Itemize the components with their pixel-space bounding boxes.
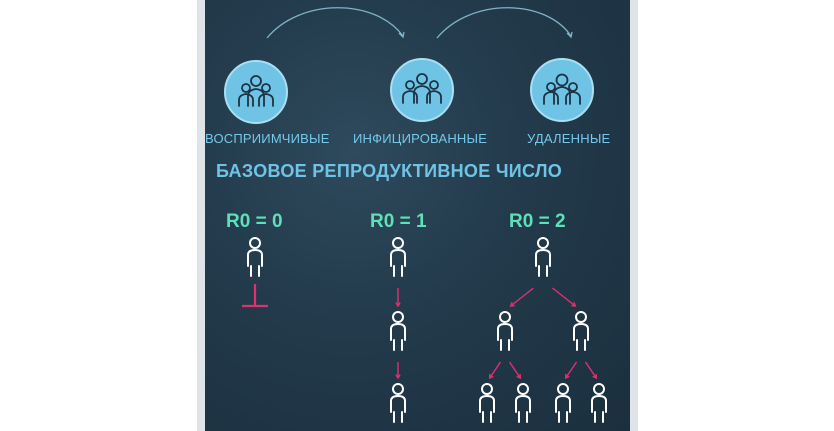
person-head xyxy=(499,311,511,323)
person-head xyxy=(392,383,404,395)
transmission-arrowhead xyxy=(488,373,494,380)
arc-infected-to-removed xyxy=(436,7,572,39)
person-icon xyxy=(591,383,607,423)
transmission-arrowhead xyxy=(509,302,515,307)
transmission-arrow xyxy=(489,361,502,379)
transmission-arrowhead xyxy=(571,302,577,307)
people-group-icon xyxy=(238,75,274,107)
person-icon xyxy=(390,311,406,351)
r0-label-zero: R0 = 0 xyxy=(226,211,283,232)
person-head xyxy=(249,237,261,249)
transmission-arrow xyxy=(508,361,521,379)
panel-edge-left xyxy=(197,0,205,431)
person-body xyxy=(390,323,406,351)
transmission-arrow xyxy=(552,287,576,307)
person-icon xyxy=(390,383,406,423)
transition-arcs xyxy=(266,7,573,39)
panel-edge-right xyxy=(630,0,638,431)
arc-arrowhead xyxy=(398,31,405,39)
person-body xyxy=(390,395,406,423)
person-icon xyxy=(497,311,513,351)
person-head xyxy=(593,383,605,395)
infected-circle xyxy=(390,58,454,122)
person-head xyxy=(392,237,404,249)
person-body xyxy=(555,395,571,423)
blocked-transmission-icon xyxy=(242,284,268,308)
transmission-arrowhead xyxy=(395,374,401,380)
group-label-susceptible: ВОСПРИИМЧИВЫЕ xyxy=(205,131,330,146)
person-icon xyxy=(515,383,531,423)
group-label-removed: УДАЛЕННЫЕ xyxy=(527,131,611,146)
person-body xyxy=(390,249,406,277)
person-body xyxy=(479,395,495,423)
person-body xyxy=(515,395,531,423)
person-body xyxy=(535,249,551,277)
person-icon xyxy=(479,383,495,423)
transmission-arrowhead xyxy=(592,373,598,380)
susceptible-circle xyxy=(224,60,288,124)
arc-susceptible-to-infected xyxy=(266,7,404,39)
person-icon xyxy=(555,383,571,423)
transmission-arrow xyxy=(510,287,534,307)
section-heading: БАЗОВОЕ РЕПРОДУКТИВНОЕ ЧИСЛО xyxy=(216,161,563,181)
person-body xyxy=(247,249,263,277)
person-body xyxy=(591,395,607,423)
person-head xyxy=(575,311,587,323)
person-head xyxy=(537,237,549,249)
person-icon xyxy=(535,237,551,277)
transmission-arrowhead xyxy=(564,373,570,380)
people-group-icon xyxy=(543,73,581,105)
removed-circle xyxy=(530,58,594,122)
r0-label-one: R0 = 1 xyxy=(370,211,427,232)
person-head xyxy=(557,383,569,395)
person-body xyxy=(497,323,513,351)
r0-label-two: R0 = 2 xyxy=(509,211,566,232)
arc-arrowhead xyxy=(566,31,573,39)
person-head xyxy=(481,383,493,395)
transmission-arrowhead xyxy=(395,302,401,308)
transmission-arrowhead xyxy=(516,373,522,380)
person-icon xyxy=(573,311,589,351)
transmission-trees xyxy=(242,237,607,423)
person-head xyxy=(517,383,529,395)
group-label-infected: ИНФИЦИРОВАННЫЕ xyxy=(353,131,488,146)
transmission-arrow xyxy=(565,361,578,379)
person-icon xyxy=(390,237,406,277)
people-group-icon xyxy=(402,73,442,104)
person-body xyxy=(573,323,589,351)
infographic-panel: ВОСПРИИМЧИВЫЕ ИНФИЦИРОВАННЫЕ УДАЛЕННЫЕ Б… xyxy=(205,0,630,431)
person-icon xyxy=(247,237,263,277)
transmission-arrow xyxy=(584,361,597,379)
person-head xyxy=(392,311,404,323)
